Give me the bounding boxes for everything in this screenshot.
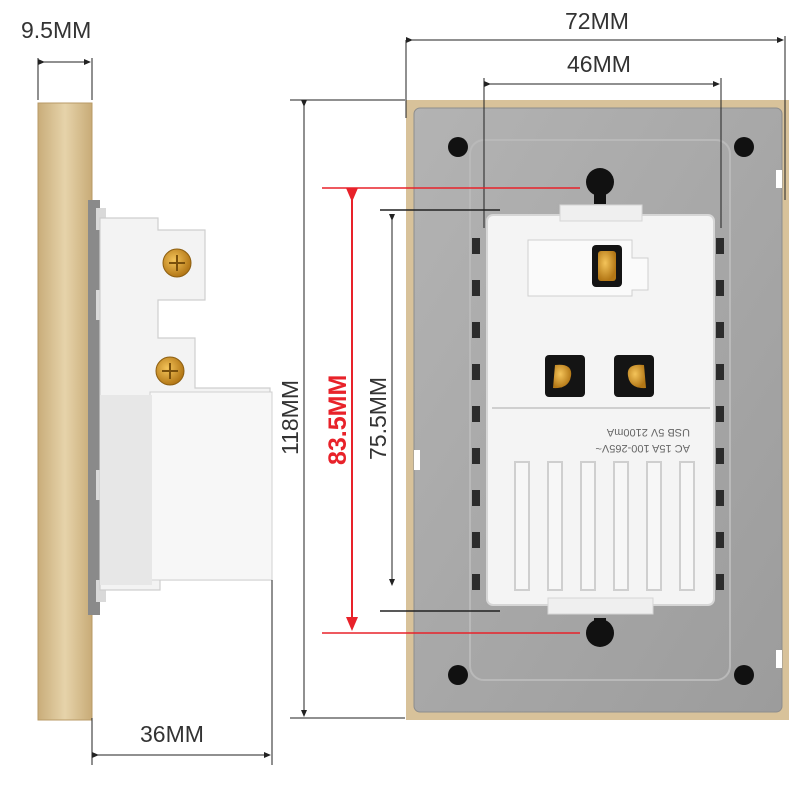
module-ribs bbox=[514, 461, 695, 591]
mounting-hole-icon bbox=[448, 137, 468, 157]
mount-spacing-dimension: 83.5MM bbox=[322, 187, 580, 634]
height-dimension: 118MM bbox=[277, 99, 405, 719]
mounting-hole-icon bbox=[734, 665, 754, 685]
module-rating-label: AC 15A 100-265V~ USB 5V 2100mA bbox=[596, 426, 691, 454]
socket-pin-icon bbox=[545, 355, 585, 397]
mount-spacing-label: 83.5MM bbox=[324, 375, 352, 465]
screw-terminal-icon bbox=[162, 248, 192, 278]
side-clip bbox=[96, 580, 106, 602]
keyhole-slot-icon bbox=[586, 168, 614, 204]
side-frame bbox=[37, 102, 93, 721]
width-total-label: 72MM bbox=[565, 8, 629, 34]
socket-pin-icon bbox=[592, 245, 622, 287]
earth-pin-housing bbox=[527, 239, 649, 297]
mounting-hole-icon bbox=[448, 665, 468, 685]
rating-line-ac: AC 15A 100-265V~ bbox=[596, 442, 691, 454]
plate-side-vents bbox=[472, 238, 724, 590]
module-top-strip bbox=[559, 204, 643, 222]
side-usb-box bbox=[149, 391, 273, 581]
side-view: 9.5MM 36MM bbox=[21, 17, 273, 765]
keyhole-slot-icon bbox=[586, 618, 614, 647]
height-total-label: 118MM bbox=[277, 380, 303, 455]
module-height-dimension: 75.5MM bbox=[365, 209, 500, 612]
module-width-label: 46MM bbox=[567, 51, 631, 77]
socket-pin-icon bbox=[614, 355, 654, 397]
rating-line-usb: USB 5V 2100mA bbox=[606, 426, 690, 438]
side-back-plate bbox=[88, 200, 100, 615]
depth-label: 36MM bbox=[140, 721, 204, 747]
thickness-label: 9.5MM bbox=[21, 17, 91, 43]
side-edge-light bbox=[414, 450, 420, 470]
side-edge-light bbox=[776, 650, 782, 668]
mounting-hole-icon bbox=[734, 137, 754, 157]
side-edge-light bbox=[776, 170, 782, 188]
module-height-label: 75.5MM bbox=[365, 377, 391, 460]
module-width-dimension: 46MM bbox=[483, 51, 722, 228]
width-total-dimension: 72MM bbox=[405, 8, 786, 200]
module-bottom-strip bbox=[547, 597, 654, 615]
back-view: AC 15A 100-265V~ USB 5V 2100mA bbox=[406, 100, 789, 720]
side-module-shadow bbox=[100, 395, 152, 585]
plate-inner-recess bbox=[469, 139, 731, 681]
screw-terminal-icon bbox=[155, 356, 185, 386]
